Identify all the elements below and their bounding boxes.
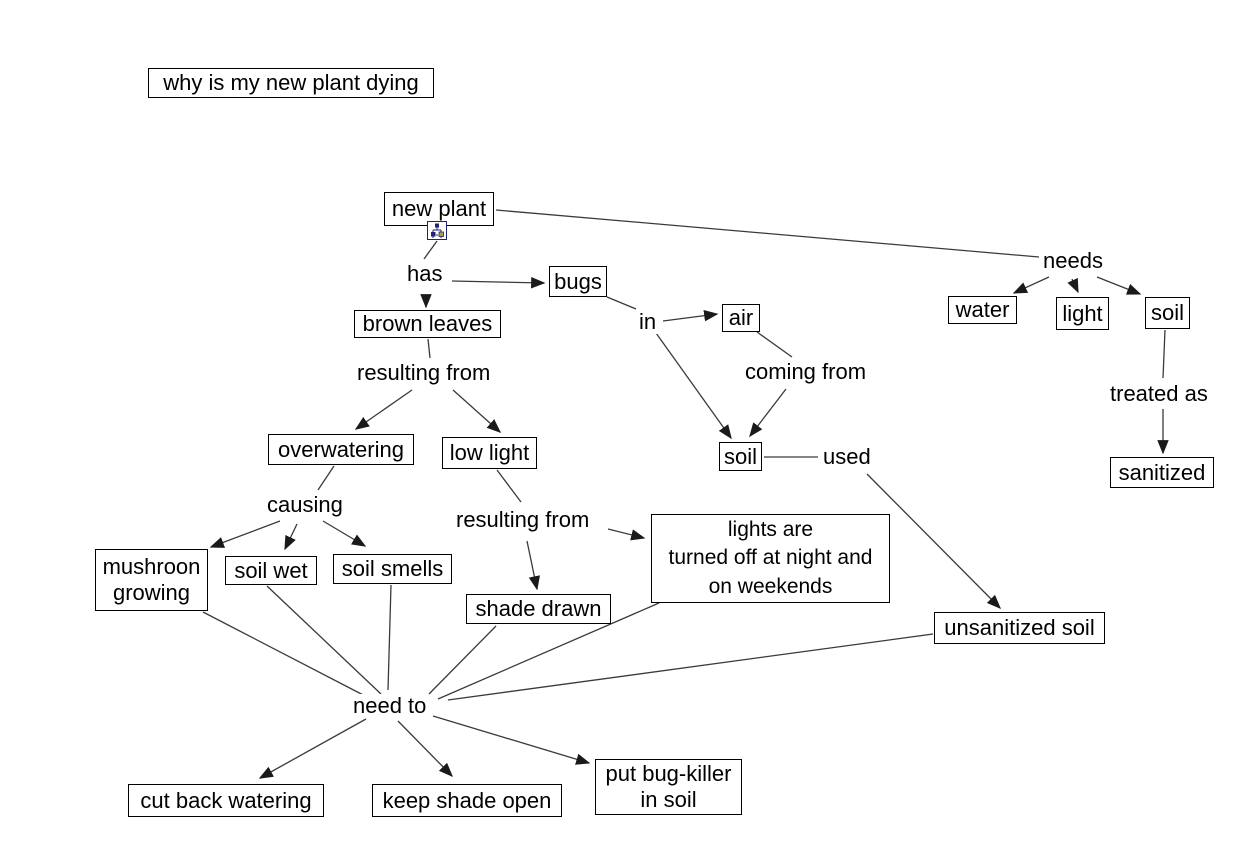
- edge-has-bugs: [451, 277, 546, 289]
- node-title[interactable]: why is my new plant dying: [148, 68, 434, 98]
- node-put-bug-killer-in-soil[interactable]: put bug-killer in soil: [595, 759, 742, 815]
- node-bugs[interactable]: bugs: [549, 266, 607, 297]
- edge-bugs-in: [606, 296, 637, 310]
- edge-resultingfrom2-lightsare: [607, 528, 646, 541]
- edge-resultingfrom-lowlight: [452, 389, 502, 433]
- phrase-in[interactable]: in: [637, 309, 659, 335]
- edge-needto-putbugkiller: [432, 715, 591, 765]
- node-shade-drawn[interactable]: shade drawn: [466, 594, 611, 624]
- node-air[interactable]: air: [722, 304, 760, 332]
- edge-needs-light: [1067, 277, 1079, 294]
- nested-concept-map-icon[interactable]: [427, 221, 447, 240]
- org-chart-glyph: [431, 223, 444, 238]
- node-water[interactable]: water: [948, 296, 1017, 324]
- node-brown-leaves[interactable]: brown leaves: [354, 310, 501, 338]
- edge-resultingfrom-overwatering: [354, 389, 413, 430]
- edge-brownleaves-resultingfrom: [427, 338, 431, 359]
- edge-causing-soilwet: [284, 523, 298, 551]
- node-soil-needed[interactable]: soil: [1145, 297, 1190, 329]
- edge-lowlight-resultingfrom2: [496, 469, 522, 503]
- phrase-has[interactable]: has: [405, 261, 445, 287]
- edge-soilwet-needto: [266, 585, 382, 695]
- edge-lightsare-needto: [437, 602, 660, 700]
- edge-shadedrawn-needto: [428, 625, 497, 695]
- edge-overwatering-causing: [317, 465, 335, 491]
- edge-causing-mushroon: [209, 520, 281, 548]
- edge-needs-water: [1012, 276, 1050, 294]
- phrase-needs[interactable]: needs: [1041, 248, 1105, 274]
- edge-mushroon-needto: [202, 611, 370, 699]
- node-new-plant[interactable]: new plant: [384, 192, 494, 226]
- phrase-need-to[interactable]: need to: [351, 693, 429, 719]
- edge-used-unsanitizedsoil: [866, 473, 1002, 610]
- edge-in-air: [662, 309, 719, 322]
- edge-needs-soil: [1096, 276, 1142, 295]
- phrase-used[interactable]: used: [821, 444, 873, 470]
- node-cut-back-watering[interactable]: cut back watering: [128, 784, 324, 817]
- node-soil-source[interactable]: soil: [719, 442, 762, 471]
- node-lights-are-turned-off[interactable]: lights are turned off at night and on we…: [651, 514, 890, 603]
- node-low-light[interactable]: low light: [442, 437, 537, 469]
- edge-causing-soilsmells: [322, 520, 367, 547]
- edge-soilsmells-needto: [387, 584, 392, 691]
- node-light[interactable]: light: [1056, 297, 1109, 330]
- node-soil-smells[interactable]: soil smells: [333, 554, 452, 584]
- edge-air-comingfrom: [756, 331, 793, 358]
- node-keep-shade-open[interactable]: keep shade open: [372, 784, 562, 817]
- phrase-resulting-from-2[interactable]: resulting from: [454, 507, 592, 533]
- node-overwatering[interactable]: overwatering: [268, 434, 414, 465]
- edge-needto-cutback: [258, 718, 367, 779]
- phrase-causing[interactable]: causing: [265, 492, 345, 518]
- edge-unsanitizedsoil-needto: [447, 633, 934, 701]
- phrase-resulting-from-1[interactable]: resulting from: [355, 360, 493, 386]
- phrase-treated-as[interactable]: treated as: [1108, 381, 1210, 407]
- node-sanitized[interactable]: sanitized: [1110, 457, 1214, 488]
- edge-needto-keepshade: [397, 720, 454, 778]
- edge-soilneed-treatedas: [1162, 329, 1166, 379]
- phrase-coming-from[interactable]: coming from: [743, 359, 869, 385]
- node-unsanitized-soil[interactable]: unsanitized soil: [934, 612, 1105, 644]
- edge-newplant-has: [423, 240, 438, 260]
- node-soil-wet[interactable]: soil wet: [225, 556, 317, 585]
- edge-in-soilsource: [655, 332, 732, 440]
- edge-resultingfrom2-shadedrawn: [526, 540, 540, 591]
- edge-newplant-needs: [495, 209, 1040, 258]
- node-mushroon-growing[interactable]: mushroon growing: [95, 549, 208, 611]
- edge-comingfrom-soilsource: [749, 388, 787, 438]
